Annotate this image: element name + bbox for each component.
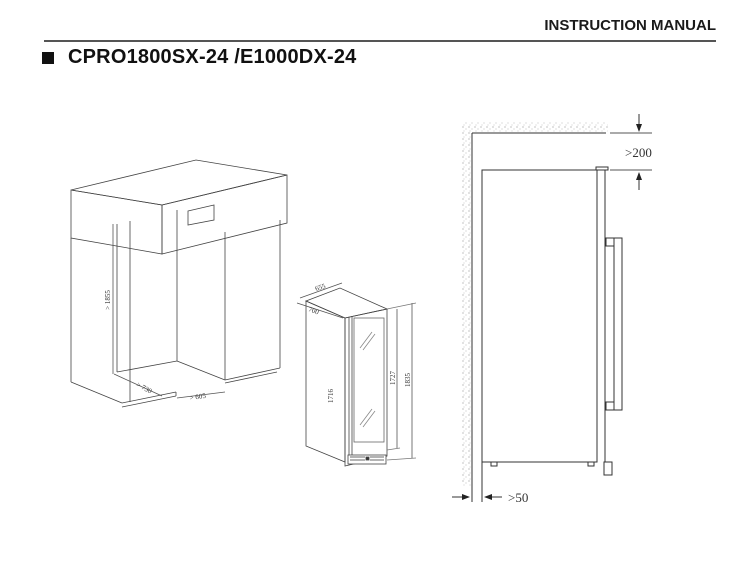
unit-isometric-drawing: [296, 282, 417, 467]
unit-door-height-label: 1727: [389, 371, 397, 386]
unit-total-height-label: 1835: [404, 373, 412, 388]
header-divider: [44, 40, 716, 42]
unit-side-height-label: 1716: [327, 389, 335, 404]
unit-width-label: 655: [314, 282, 327, 293]
header-title: INSTRUCTION MANUAL: [544, 17, 716, 34]
rear-clearance-label: >50: [508, 490, 528, 505]
niche-height-label: > 1855: [104, 290, 112, 310]
side-clearance-drawing: [452, 114, 652, 502]
unit-depth-label: 700: [307, 305, 320, 316]
niche-width-label: > 605: [189, 392, 207, 402]
cabinet-niche-drawing: [70, 159, 288, 408]
model-heading: CPRO1800SX-24 /E1000DX-24: [42, 46, 357, 69]
model-title: CPRO1800SX-24 /E1000DX-24: [68, 46, 357, 68]
square-bullet-icon: [42, 51, 54, 64]
niche-depth-label: > 730: [135, 381, 153, 396]
top-clearance-label: >200: [625, 145, 652, 160]
